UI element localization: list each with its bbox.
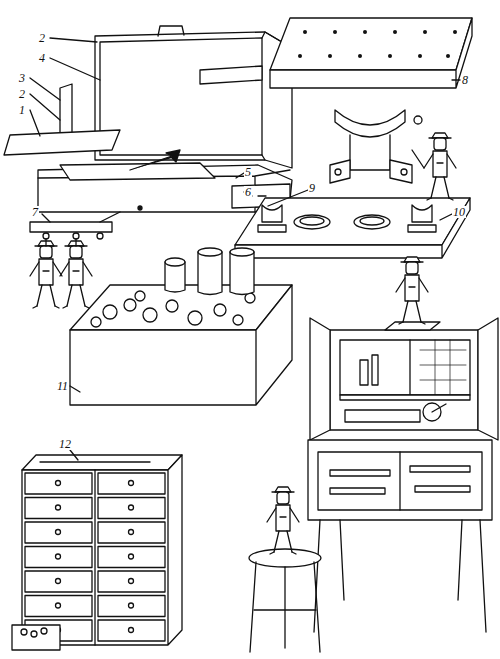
drawer-front xyxy=(25,547,92,568)
callout-number: 5 xyxy=(244,166,252,178)
drawer-knob xyxy=(129,603,134,608)
drawer-knob xyxy=(56,481,61,486)
callout-number: 2 xyxy=(38,32,46,44)
callout-number: 2 xyxy=(18,88,26,100)
drawer-front xyxy=(98,547,165,568)
callout-number: 7 xyxy=(31,206,39,218)
drawer-front xyxy=(98,596,165,617)
drawer-knob xyxy=(56,554,61,559)
callout-number: 3 xyxy=(18,72,26,84)
drawer-knob xyxy=(129,481,134,486)
drawer-front xyxy=(98,571,165,592)
callout-number: 6 xyxy=(244,186,252,198)
drawer-knob xyxy=(56,505,61,510)
callout-number: 12 xyxy=(58,438,72,450)
drawer-front xyxy=(98,620,165,641)
drawer-front xyxy=(25,522,92,543)
callout-number: 4 xyxy=(38,52,46,64)
callout-number: 8 xyxy=(461,74,469,86)
drawer-front xyxy=(25,596,92,617)
drawer-knob xyxy=(129,530,134,535)
drawer-front xyxy=(98,498,165,519)
callout-number: 1 xyxy=(18,104,26,116)
drawer-knob xyxy=(129,579,134,584)
drawer-front xyxy=(98,522,165,543)
drawer-knob xyxy=(129,628,134,633)
drawer-knob xyxy=(56,530,61,535)
drawer-knob xyxy=(129,505,134,510)
callout-number: 11 xyxy=(56,380,69,392)
drawer-front xyxy=(25,473,92,494)
drawer-front xyxy=(25,571,92,592)
drawer-knob xyxy=(129,554,134,559)
drawer-knob xyxy=(56,579,61,584)
callout-number: 9 xyxy=(308,182,316,194)
drawer-knob xyxy=(56,603,61,608)
drawer-front xyxy=(25,498,92,519)
drawer-front xyxy=(98,473,165,494)
callout-number: 10 xyxy=(452,206,466,218)
